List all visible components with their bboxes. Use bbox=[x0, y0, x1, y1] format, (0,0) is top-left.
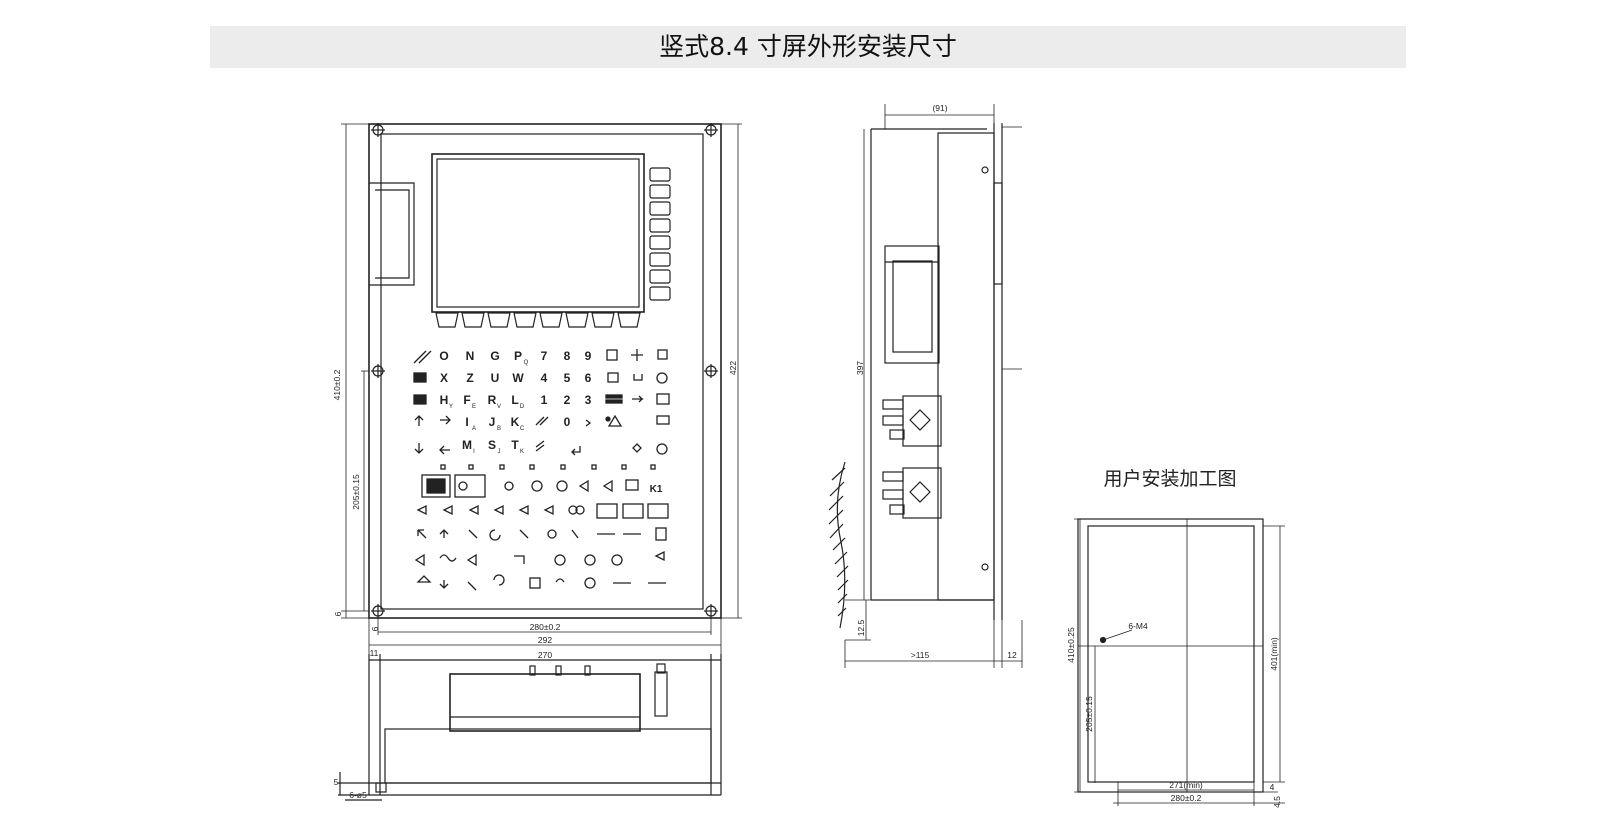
cutout-view bbox=[1074, 518, 1285, 806]
dim-bottom-holes: 6-ø5 bbox=[349, 790, 367, 800]
key-9: 9 bbox=[585, 349, 592, 363]
dim-cutout-lower: 205±0.15 bbox=[1084, 696, 1094, 732]
function-key-icons bbox=[413, 349, 670, 591]
dim-front-holes-width: 280±0.2 bbox=[530, 622, 561, 632]
coolant-key-icons bbox=[416, 574, 666, 591]
mounting-hole-tr bbox=[704, 123, 718, 137]
cutout-title: 用户安装加工图 bbox=[1103, 468, 1236, 490]
dim-front-hole-offset: 6 bbox=[370, 626, 380, 631]
dim-front-right-height: 422 bbox=[728, 361, 738, 375]
front-dimensions bbox=[341, 123, 742, 654]
page-title: 竖式8.4 寸屏外形安装尺寸 bbox=[659, 32, 957, 61]
mounting-hole-bl bbox=[371, 604, 385, 618]
svg-text:A: A bbox=[472, 426, 476, 432]
key-O: O bbox=[439, 349, 448, 363]
dim-front-bottom: 6 bbox=[333, 611, 343, 616]
dim-cutout-width-min: 271(min) bbox=[1169, 780, 1203, 790]
dim-side-bottom: 12.5 bbox=[856, 619, 866, 636]
key-I: I bbox=[465, 415, 468, 429]
key-H: H bbox=[440, 393, 449, 407]
side-view bbox=[828, 104, 1023, 668]
svg-text:B: B bbox=[497, 426, 501, 432]
key-1: 1 bbox=[541, 393, 548, 407]
dim-side-right: 12 bbox=[1007, 650, 1017, 660]
key-S: S bbox=[488, 438, 496, 452]
key-J: J bbox=[489, 415, 496, 429]
mounting-hole-br bbox=[704, 604, 718, 618]
dim-cutout-height-min: 401(min) bbox=[1269, 637, 1279, 671]
key-subscripts: Q Y E V D A B C I J K bbox=[449, 360, 529, 455]
feed-key-row-icons bbox=[421, 474, 639, 498]
mounting-hole-tl bbox=[371, 123, 385, 137]
key-K1: K1 bbox=[650, 484, 663, 495]
key-3: 3 bbox=[585, 393, 592, 407]
svg-text:Q: Q bbox=[524, 360, 529, 366]
mode-key-icons bbox=[416, 503, 669, 519]
key-U: U bbox=[491, 371, 500, 385]
mounting-hole-ml bbox=[371, 364, 385, 378]
side-softkeys bbox=[649, 167, 671, 301]
svg-text:I: I bbox=[473, 449, 475, 455]
dim-cutout-height: 410±0.25 bbox=[1066, 627, 1076, 663]
lcd-screen bbox=[431, 153, 645, 313]
dim-cutout-right-gap: 4 bbox=[1270, 782, 1275, 792]
wall-hatch bbox=[828, 461, 849, 629]
side-handle bbox=[884, 245, 940, 364]
key-6: 6 bbox=[585, 371, 592, 385]
bottom-view bbox=[338, 654, 722, 801]
svg-text:E: E bbox=[472, 404, 476, 410]
key-R: R bbox=[488, 393, 497, 407]
bottom-softkeys bbox=[435, 312, 641, 328]
dim-cutout-bottom-gap: 4.5 bbox=[1272, 796, 1282, 808]
svg-text:Y: Y bbox=[449, 404, 453, 410]
key-K: K bbox=[511, 415, 520, 429]
title-bar: 竖式8.4 寸屏外形安装尺寸 bbox=[210, 26, 1406, 68]
svg-text:V: V bbox=[497, 404, 501, 410]
dim-cutout-width-holes: 280±0.2 bbox=[1171, 793, 1202, 803]
spindle-key-icons bbox=[414, 550, 665, 567]
dim-bottom-inner: 270 bbox=[538, 650, 552, 660]
svg-text:K: K bbox=[520, 449, 524, 455]
key-7: 7 bbox=[541, 349, 548, 363]
dim-cutout-holes: 6-M4 bbox=[1128, 621, 1148, 631]
dim-front-total-width: 292 bbox=[538, 635, 552, 645]
key-0: 0 bbox=[564, 415, 571, 429]
dim-bottom-left-offset: 11 bbox=[370, 648, 379, 658]
svg-text:C: C bbox=[520, 426, 525, 432]
svg-text:D: D bbox=[520, 404, 525, 410]
key-4: 4 bbox=[541, 371, 548, 385]
key-8: 8 bbox=[564, 349, 571, 363]
key-L: L bbox=[511, 393, 518, 407]
dim-front-height: 410±0.2 bbox=[332, 369, 342, 400]
key-letters: O N G P 7 8 9 X Z U W 4 5 6 H F R L 1 2 … bbox=[439, 349, 662, 495]
key-F: F bbox=[463, 393, 470, 407]
dim-side-height: 397 bbox=[855, 361, 865, 375]
side-dimensions bbox=[844, 104, 1023, 668]
led-indicators bbox=[440, 464, 656, 470]
side-connectors bbox=[882, 395, 942, 519]
svg-text:J: J bbox=[498, 449, 501, 455]
key-P: P bbox=[514, 349, 522, 363]
key-2: 2 bbox=[564, 393, 571, 407]
key-Z: Z bbox=[466, 371, 473, 385]
key-N: N bbox=[466, 349, 475, 363]
dim-side-depth: >115 bbox=[911, 650, 930, 660]
key-W: W bbox=[512, 371, 524, 385]
key-X: X bbox=[440, 371, 448, 385]
mounting-hole-mr bbox=[704, 364, 718, 378]
key-M: M bbox=[462, 438, 472, 452]
cutout-dimensions bbox=[1074, 518, 1285, 806]
jog-key-icons bbox=[417, 527, 667, 541]
dim-front-lower: 205±0.15 bbox=[351, 474, 361, 510]
dim-side-top: (91) bbox=[932, 103, 947, 113]
dim-bottom-thickness: 5 bbox=[334, 777, 339, 787]
key-T: T bbox=[511, 438, 519, 452]
key-G: G bbox=[490, 349, 499, 363]
key-5: 5 bbox=[564, 371, 571, 385]
